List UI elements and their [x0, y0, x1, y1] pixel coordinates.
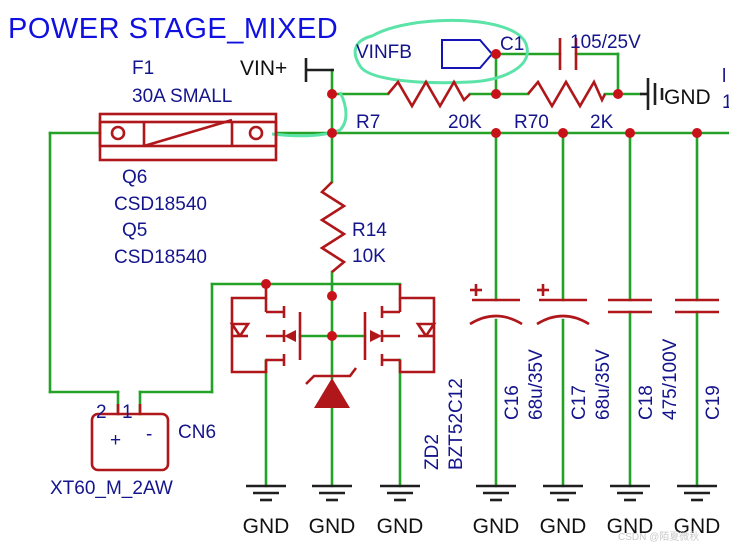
vin-net-label: VIN+	[240, 57, 287, 80]
capacitor-c18	[608, 298, 652, 314]
junction-dot	[558, 128, 568, 138]
junction-dot	[491, 49, 501, 59]
vinfb-port-flag	[441, 39, 494, 69]
c17-ref: C17	[569, 385, 590, 420]
gnd-symbol: GND	[243, 484, 290, 538]
edge-label-top: l	[722, 66, 726, 87]
r70-ref: R70	[514, 112, 549, 133]
cn6-value: XT60_M_2AW	[50, 478, 173, 499]
r14-ref: R14	[352, 220, 387, 241]
capacitor-c16	[469, 284, 523, 326]
highlight-annotation	[271, 18, 529, 138]
q5-ref: Q5	[122, 220, 147, 241]
gnd-symbols: GND GND GND GND GND GND GND	[243, 484, 721, 538]
gnd-net-label-right: GND	[664, 86, 711, 109]
gnd-label: GND	[309, 515, 356, 538]
zd2-ref: ZD2	[422, 434, 443, 470]
gnd-symbol: GND	[674, 484, 721, 538]
capacitor-c19	[675, 298, 719, 314]
cn6-pin1: 1	[122, 402, 133, 423]
resistor-r70	[527, 79, 607, 109]
junction-dot	[327, 89, 337, 99]
zd2-value: BZT52C12	[446, 378, 467, 470]
zener-zd2	[305, 367, 358, 408]
capacitor-c1	[558, 38, 578, 70]
capacitor-c17	[536, 284, 590, 326]
c16-value: 68u/35V	[526, 349, 547, 420]
gnd-symbol: GND	[607, 484, 654, 538]
c18-value: 475/100V	[660, 338, 681, 420]
q6-ref: Q6	[122, 167, 147, 188]
vinfb-net-label: VINFB	[356, 42, 412, 63]
f1-ref: F1	[132, 58, 154, 79]
junction-dot	[491, 128, 501, 138]
junction-dot	[327, 291, 337, 301]
c18-ref: C18	[636, 385, 657, 420]
c1-value: 105/25V	[570, 32, 641, 53]
gnd-symbol: GND	[309, 484, 356, 538]
f1-value: 30A SMALL	[132, 86, 232, 107]
junction-dot	[692, 128, 702, 138]
r7-ref: R7	[356, 112, 380, 133]
c1-ref: C1	[500, 34, 524, 55]
gnd-label: GND	[243, 515, 290, 538]
c16-ref: C16	[502, 385, 523, 420]
cn6-pin2: 2	[96, 402, 107, 423]
junction-dot	[491, 89, 501, 99]
c19-ref: C19	[703, 385, 724, 420]
gnd-label: GND	[674, 515, 721, 538]
gnd-label: GND	[377, 515, 424, 538]
gnd-symbol-right	[640, 78, 664, 110]
gnd-symbol: GND	[377, 484, 424, 538]
junction-dot	[327, 128, 337, 138]
wires	[48, 52, 729, 488]
r70-value: 2K	[590, 112, 614, 133]
r14-value: 10K	[352, 246, 386, 267]
cn6-plus: +	[110, 430, 121, 451]
sheet-title: POWER STAGE_MIXED	[8, 13, 338, 45]
cn6-minus: -	[146, 424, 152, 445]
mosfet-q6	[229, 284, 302, 374]
junction-dot	[625, 128, 635, 138]
gnd-symbol: GND	[540, 484, 587, 538]
gnd-label: GND	[607, 515, 654, 538]
gnd-label: GND	[540, 515, 587, 538]
mosfet-q5	[363, 284, 437, 374]
edge-label-bottom: 1	[722, 92, 729, 113]
junction-dots	[261, 49, 702, 341]
junction-dot	[613, 89, 623, 99]
q6-value: CSD18540	[114, 194, 207, 215]
junction-dot	[327, 331, 337, 341]
vin-port	[304, 58, 334, 82]
connector-cn6	[90, 404, 170, 472]
r7-value: 20K	[448, 112, 482, 133]
resistor-r14	[319, 181, 347, 273]
c17-value: 68u/35V	[593, 349, 614, 420]
fuse-f1	[98, 112, 278, 162]
q5-value: CSD18540	[114, 247, 207, 268]
junction-dot	[261, 279, 271, 289]
gnd-symbol: GND	[473, 484, 520, 538]
watermark: CSDN @陌夏微秋	[618, 530, 699, 543]
gnd-label: GND	[473, 515, 520, 538]
resistor-r7	[387, 79, 471, 109]
cn6-ref: CN6	[178, 422, 216, 443]
